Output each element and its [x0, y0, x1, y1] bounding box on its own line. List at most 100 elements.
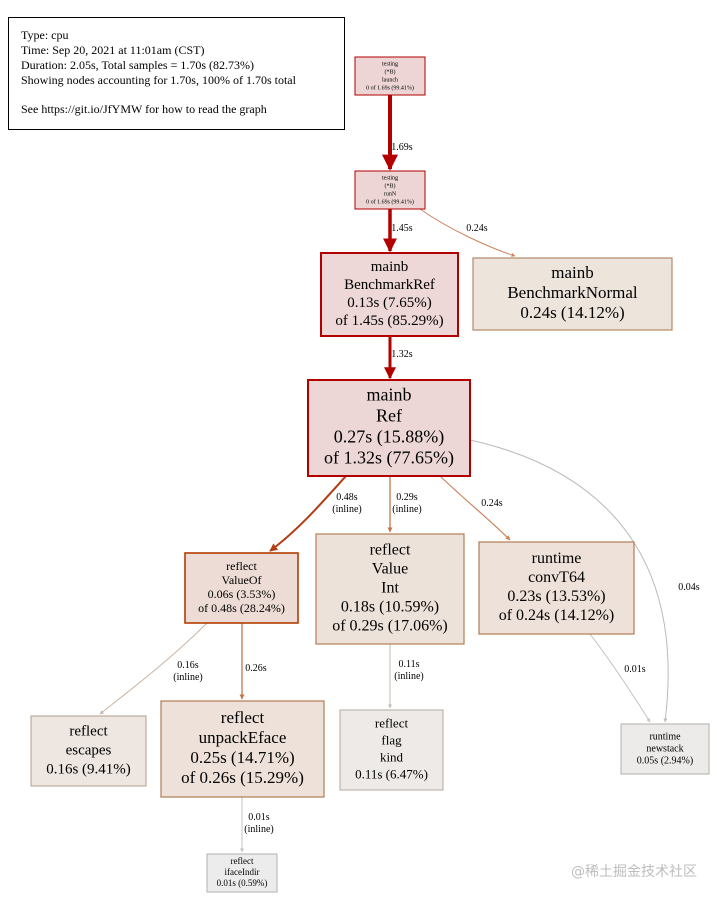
- node-box: [307, 379, 471, 477]
- node-label: of 0.48s (28.24%): [198, 601, 285, 615]
- graph-legend: Type: cpu Time: Sep 20, 2021 at 11:01am …: [8, 17, 345, 130]
- node-label: 0.05s (2.94%): [637, 755, 693, 766]
- node-label: (*B): [385, 182, 396, 189]
- node-label: convT64: [528, 569, 585, 586]
- node-box: [339, 709, 444, 791]
- edge-label: 0.29s: [396, 492, 418, 503]
- node-escapes: reflect escapes 0.16s (9.41%): [30, 715, 147, 787]
- node-box: [315, 533, 465, 645]
- edge-label: 1.69s: [391, 142, 413, 153]
- node-label: kind: [380, 749, 404, 764]
- node-label: of 1.32s (77.65%): [324, 448, 454, 469]
- node-label: 0.23s (13.53%): [507, 588, 605, 605]
- edge-ref-valueof: [269, 475, 347, 552]
- node-label: BenchmarkRef: [344, 277, 435, 293]
- legend-type: Type: cpu: [21, 28, 69, 42]
- node-box: [206, 853, 278, 893]
- node-label: 0.25s (14.71%): [190, 748, 294, 767]
- node-label: Value: [372, 561, 408, 578]
- edge-label: 0.11s: [398, 659, 419, 670]
- edge-label: 0.04s: [678, 582, 700, 593]
- edge-label: 0.26s: [245, 663, 267, 674]
- node-label: BenchmarkNormal: [507, 283, 638, 302]
- legend-duration: Duration: 2.05s, Total samples = 1.70s (…: [21, 58, 255, 72]
- node-label: escapes: [66, 742, 112, 758]
- edge-ref-newstack: [469, 439, 669, 723]
- node-box: [30, 715, 147, 787]
- node-label: runN: [384, 191, 397, 197]
- node-label: newstack: [646, 743, 683, 754]
- node-label: reflect: [375, 715, 409, 730]
- edge-inline-label: (inline): [173, 672, 202, 683]
- edge-label: 0.16s: [177, 660, 199, 671]
- edge-label: 0.01s: [248, 812, 270, 823]
- node-label: reflect: [226, 559, 257, 573]
- edge-ref-convt64: [439, 475, 511, 541]
- node-box: [320, 252, 459, 337]
- node-flagkind: reflect flag kind 0.11s (6.47%): [339, 709, 444, 791]
- node-label: ifaceIndir: [225, 867, 260, 877]
- node-box: [472, 257, 673, 331]
- edge-label: 0.48s: [336, 492, 358, 503]
- node-label: of 0.29s (17.06%): [332, 618, 448, 635]
- edge-inline-label: (inline): [394, 671, 423, 682]
- edge-label: 0.24s: [481, 498, 503, 509]
- edge-valueof-escapes: [99, 622, 208, 715]
- node-box: [184, 552, 299, 624]
- node-label: 0.11s (6.47%): [355, 766, 428, 781]
- node-label: unpackEface: [199, 728, 287, 747]
- node-label: Int: [381, 580, 399, 597]
- node-label: 0 of 1.69s (99.41%): [366, 84, 414, 91]
- legend-showing: Showing nodes accounting for 1.70s, 100%…: [21, 73, 296, 87]
- edge-label: 0.24s: [466, 223, 488, 234]
- node-label: reflect: [231, 856, 254, 866]
- node-box: [160, 700, 325, 798]
- watermark: @稀土掘金技术社区: [571, 864, 697, 880]
- node-label: launch: [382, 77, 398, 83]
- node-label: ValueOf: [222, 573, 262, 587]
- node-label: mainb: [551, 263, 594, 282]
- node-label: of 0.26s (15.29%): [181, 768, 304, 787]
- node-label: (*B): [385, 68, 396, 75]
- node-label: 0 of 1.69s (99.41%): [366, 198, 414, 205]
- node-label: 0.06s (3.53%): [208, 587, 276, 601]
- edge-label: 1.45s: [391, 223, 413, 234]
- node-label: reflect: [69, 723, 108, 739]
- edge-runN-benchnormal: [419, 208, 516, 257]
- node-label: of 1.45s (85.29%): [335, 313, 443, 329]
- node-label: runtime: [649, 731, 681, 742]
- node-box: [478, 541, 635, 635]
- node-convt64: runtime convT64 0.23s (13.53%) of 0.24s (14…: [478, 541, 635, 635]
- node-label: of 0.24s (14.12%): [499, 607, 615, 624]
- node-label: 0.24s (14.12%): [520, 303, 624, 322]
- node-label: 0.18s (10.59%): [341, 599, 439, 616]
- edge-label: 0.01s: [624, 664, 646, 675]
- node-label: flag: [381, 732, 402, 747]
- node-label: 0.13s (7.65%): [347, 295, 432, 311]
- node-label: testing: [382, 61, 398, 67]
- node-label: 0.16s (9.41%): [46, 761, 131, 777]
- node-label: reflect: [370, 542, 411, 559]
- edge-inline-label: (inline): [332, 504, 361, 515]
- node-box: [354, 56, 426, 96]
- node-label: runtime: [532, 550, 582, 567]
- legend-see: See https://git.io/JfYMW for how to read…: [21, 102, 267, 116]
- node-label: Ref: [376, 406, 402, 426]
- node-box: [620, 723, 710, 775]
- edge-convt64-newstack: [589, 633, 651, 723]
- node-label: 0.27s (15.88%): [334, 427, 445, 448]
- edge-inline-label: (inline): [392, 504, 421, 515]
- legend-time: Time: Sep 20, 2021 at 11:01am (CST): [21, 43, 205, 57]
